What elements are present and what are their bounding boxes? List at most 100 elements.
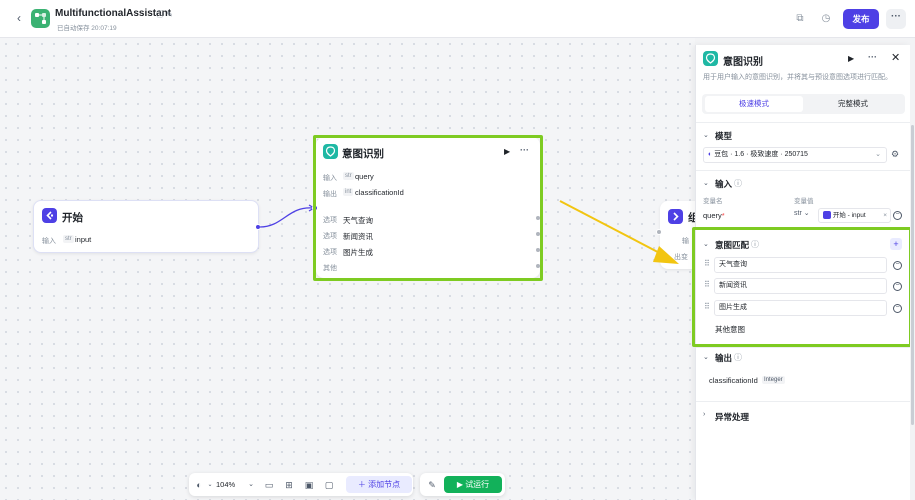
intent-item-2[interactable]: 新闻资讯 — [714, 278, 887, 294]
exception-expand-icon[interactable]: › — [703, 411, 706, 418]
input-section-title: 输入 — [715, 179, 733, 189]
remove-intent-2-icon[interactable]: − — [893, 282, 902, 291]
copy-icon[interactable]: ⧉ — [796, 13, 804, 24]
start-node-title: 开始 — [62, 212, 83, 224]
output-collapse-icon[interactable]: ⌄ — [703, 354, 709, 361]
input-var-name-text: query — [703, 211, 722, 220]
remove-intent-1-icon[interactable]: − — [893, 261, 902, 270]
model-section-title: 模型 — [715, 131, 733, 141]
more-menu-button[interactable]: ··· — [886, 9, 906, 29]
zoom-level[interactable]: 104% — [216, 480, 236, 489]
intent-other: 其他意图 — [715, 325, 745, 334]
remove-intent-3-icon[interactable]: − — [893, 304, 902, 313]
input-type-select[interactable]: str ⌄ — [794, 209, 810, 217]
intent-option-1: 天气查询 — [343, 216, 373, 225]
end-node-in-port[interactable] — [656, 229, 662, 235]
intent-run-icon[interactable]: ▶ — [504, 147, 511, 156]
intent-option-2: 新闻资讯 — [343, 232, 373, 241]
intent-out-port-3[interactable] — [535, 247, 541, 253]
panel-close-icon[interactable]: ✕ — [891, 52, 901, 64]
zoom-chevron-icon[interactable]: ⌄ — [248, 481, 254, 488]
end-node-output-label: 出变 — [674, 254, 688, 261]
input-info-icon[interactable]: ⓘ — [734, 179, 742, 188]
layout-icon[interactable]: ⊞ — [285, 480, 293, 490]
edit-icon[interactable]: ✎ — [166, 10, 173, 19]
intent-more-icon[interactable]: ··· — [520, 145, 529, 155]
panel-run-icon[interactable]: ▶ — [848, 54, 855, 63]
start-node-icon — [42, 208, 57, 223]
input-collapse-icon[interactable]: ⌄ — [703, 180, 709, 187]
comment-icon[interactable]: ▭ — [264, 480, 274, 490]
play-icon: ▶ — [456, 480, 466, 489]
image-icon[interactable]: ▣ — [304, 480, 314, 490]
debug-tool-icon[interactable]: ✎ — [428, 480, 436, 490]
intent-output-name: classificationId — [355, 188, 404, 197]
history-icon[interactable]: ◷ — [821, 13, 831, 24]
add-intent-button[interactable]: + — [890, 238, 902, 250]
input-type: str — [794, 210, 802, 217]
type-chevron-icon: ⌄ — [801, 210, 810, 217]
start-node-input-name: input — [75, 235, 92, 244]
start-node-input-type: str — [63, 235, 74, 243]
info-icon[interactable]: ⓘ — [156, 10, 164, 19]
minimap-icon[interactable]: ▢ — [324, 480, 334, 490]
exception-section-title: 异常处理 — [715, 412, 750, 422]
mode-switch: 极速模式 完整模式 — [702, 94, 905, 114]
intent-out-port-2[interactable] — [535, 231, 541, 237]
input-col-value: 变量值 — [794, 198, 814, 205]
intent-collapse-icon[interactable]: ⌄ — [703, 241, 709, 248]
run-group: ✎ ▶ 试运行 — [420, 473, 505, 496]
drag-handle-icon[interactable]: ⠿ — [704, 302, 710, 311]
model-chevron-icon: ⌄ — [875, 151, 881, 158]
model-settings-icon[interactable]: ⚙ — [891, 149, 900, 159]
workflow-canvas[interactable]: 开始 输入 str input 意图识别 ▶ ··· 输入 str query … — [0, 38, 720, 500]
connector-edge — [259, 204, 316, 228]
mode-full-tab[interactable]: 完整模式 — [838, 99, 868, 108]
panel-more-icon[interactable]: ··· — [868, 52, 877, 62]
bottom-toolbar: ◐ ⌄ 104% ⌄ ▭ ⊞ ▣ ▢ ＋ 添加节点 — [189, 473, 413, 496]
divider — [696, 347, 911, 348]
intent-out-port-other[interactable] — [535, 263, 541, 269]
divider — [696, 170, 911, 171]
start-node[interactable]: 开始 输入 str input — [33, 200, 261, 253]
panel-description: 用于用户输入的意图识别，并将其与预设意图选项进行匹配。 — [703, 74, 892, 81]
intent-other-label: 其他 — [323, 265, 337, 272]
input-col-name: 变量名 — [703, 198, 723, 205]
intent-option-label: 选项 — [323, 217, 337, 224]
panel-title: 意图识别 — [723, 57, 763, 68]
intent-node[interactable]: 意图识别 ▶ ··· 输入 str query 输出 int classific… — [312, 137, 541, 278]
start-node-input-label: 输入 — [42, 238, 56, 245]
output-section-title: 输出 — [715, 353, 733, 363]
add-node-button[interactable]: ＋ 添加节点 — [346, 476, 412, 493]
back-arrow-icon[interactable]: ‹ — [17, 11, 21, 25]
intent-node-icon — [323, 144, 338, 159]
pointer-mode-icon[interactable]: ◐ — [196, 480, 202, 490]
intent-item-3[interactable]: 图片生成 — [714, 300, 887, 316]
input-value: 开始 - input — [832, 212, 866, 219]
mode-fast-tab[interactable]: 极速模式 — [705, 96, 803, 112]
clear-value-icon[interactable]: × — [883, 212, 887, 219]
intent-out-port-1[interactable] — [535, 215, 541, 221]
mode-chevron-icon[interactable]: ⌄ — [207, 482, 213, 488]
top-header: ‹ MultifunctionalAssistant ⓘ ✎ 已自动保存 20:… — [0, 0, 915, 38]
intent-output-type: int — [343, 188, 354, 196]
end-node-input-label: 输 — [682, 238, 689, 245]
drag-handle-icon[interactable]: ⠿ — [704, 280, 710, 289]
intent-in-port[interactable] — [312, 205, 318, 211]
panel-scrollbar[interactable] — [910, 45, 915, 500]
drag-handle-icon[interactable]: ⠿ — [704, 259, 710, 268]
output-info-icon[interactable]: ⓘ — [734, 353, 742, 362]
model-select[interactable]: ◐ 豆包 · 1.6 · 极致速度 · 250715 ⌄ — [703, 147, 887, 163]
remove-input-icon[interactable]: − — [893, 211, 902, 220]
publish-button[interactable]: 发布 — [843, 9, 879, 29]
app-logo-icon — [31, 9, 50, 28]
scrollbar-thumb[interactable] — [911, 125, 914, 425]
autosave-status: 已自动保存 20:07:19 — [57, 25, 117, 32]
add-node-label: 添加节点 — [368, 480, 401, 489]
model-collapse-icon[interactable]: ⌄ — [703, 132, 709, 139]
intent-item-1[interactable]: 天气查询 — [714, 257, 887, 273]
input-value-field[interactable]: 开始 - input × — [818, 208, 891, 223]
intent-info-icon[interactable]: ⓘ — [751, 240, 759, 249]
intent-input-name: query — [355, 172, 374, 181]
test-run-button[interactable]: ▶ 试运行 — [444, 476, 502, 493]
